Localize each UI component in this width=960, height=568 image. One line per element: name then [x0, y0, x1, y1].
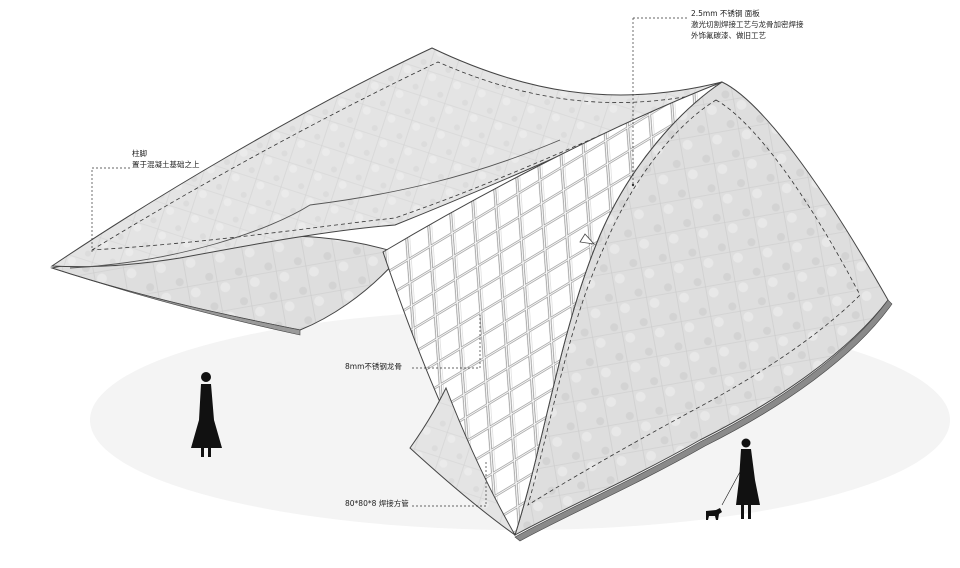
right-panel-edge [514, 299, 893, 542]
right-panel-dashed-outline [527, 99, 861, 506]
column-foot-annotation-line-1: 柱脚 [132, 149, 147, 158]
panel-annotation-line-3: 外饰氟碳漆、做旧工艺 [691, 31, 766, 40]
person-with-dog-silhouette-icon [706, 438, 760, 520]
column-foot-annotation: 柱脚 置于混凝土基础之上 [132, 148, 200, 170]
tube-annotation: 80*80*8 焊接方管 [345, 498, 409, 509]
keel-annotation-line-1: 8mm不锈钢龙骨 [345, 362, 402, 371]
column-foot-annotation-line-2: 置于混凝土基础之上 [132, 160, 200, 169]
panel-annotation-line-1: 2.5mm 不锈钢 面板 [691, 9, 760, 18]
keel-annotation: 8mm不锈钢龙骨 [345, 361, 402, 372]
person-silhouette-icon [191, 372, 222, 457]
panel-annotation-line-2: 激光切割焊接工艺与龙骨加密焊接 [691, 20, 804, 29]
leader-lines [91, 17, 688, 507]
left-panel-underside [51, 267, 301, 336]
panel-annotation: 2.5mm 不锈钢 面板 激光切割焊接工艺与龙骨加密焊接 外饰氟碳漆、做旧工艺 [691, 8, 804, 41]
leader-keel [412, 315, 481, 369]
panel-notch [579, 233, 596, 245]
lower-inner-panel [409, 386, 516, 536]
leader-tube [412, 462, 487, 507]
fold-ridge [69, 139, 561, 269]
tube-annotation-line-1: 80*80*8 焊接方管 [345, 499, 409, 508]
leader-column-foot [91, 167, 130, 252]
